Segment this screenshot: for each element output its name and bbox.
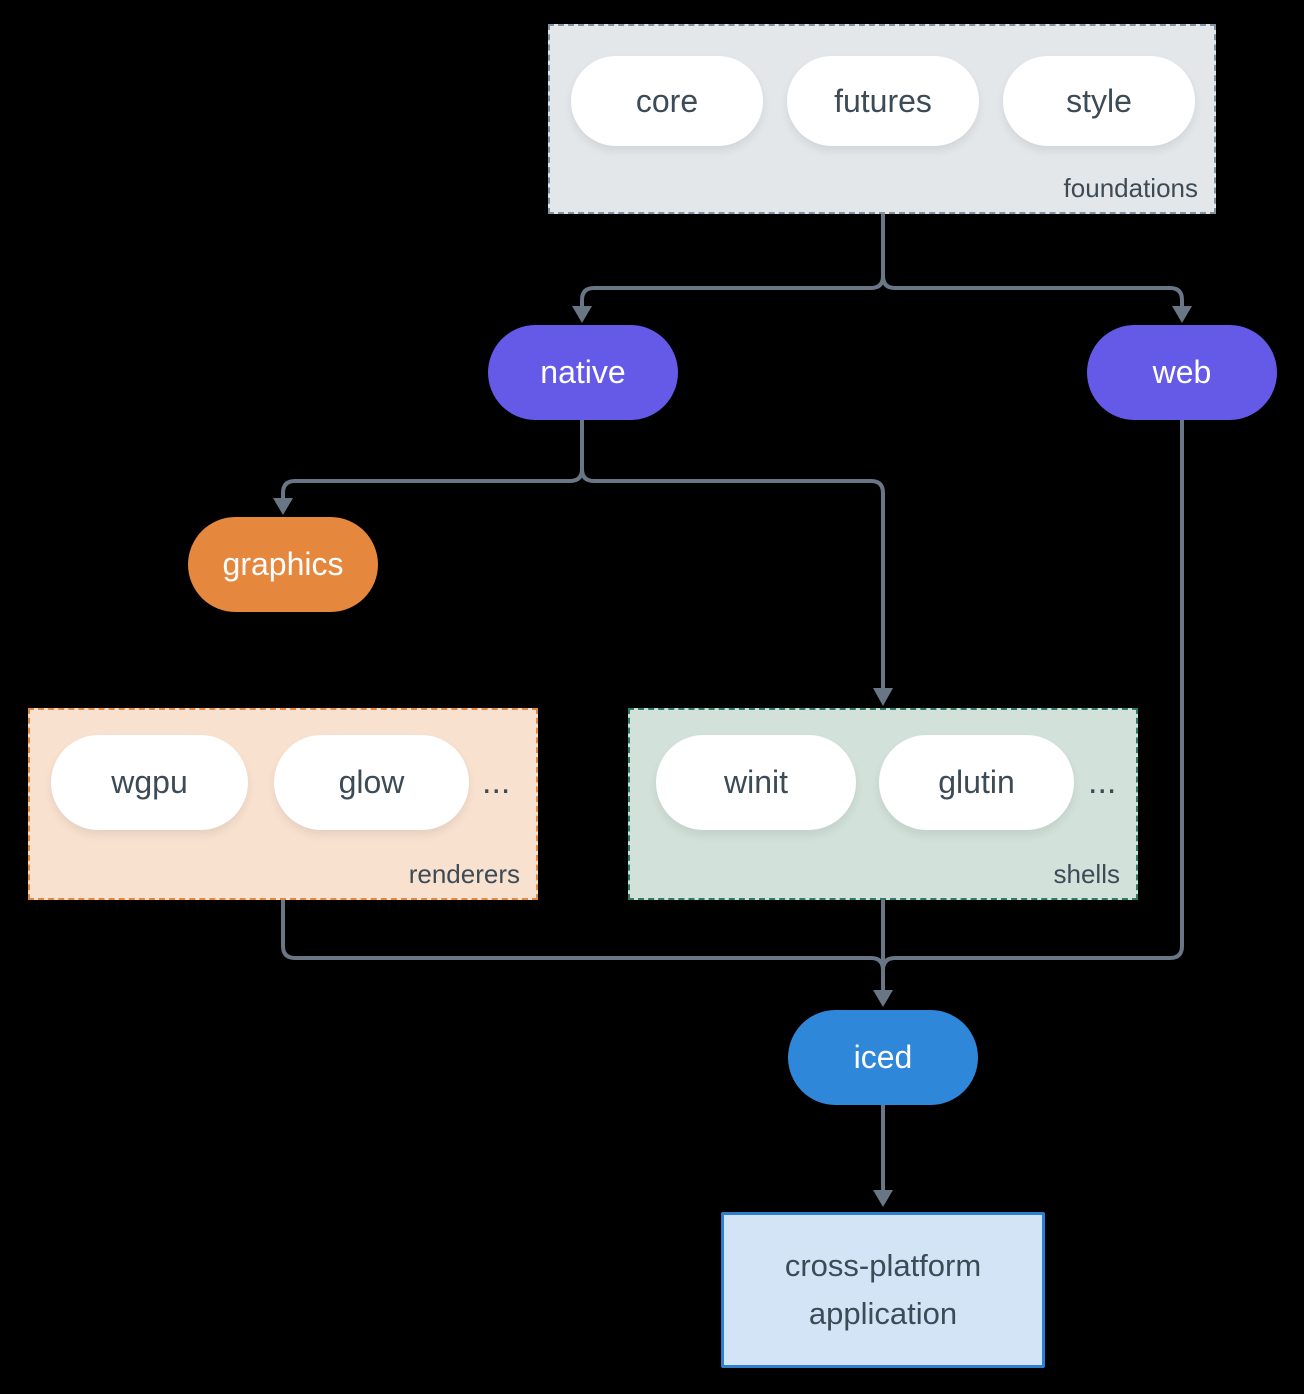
arrowhead-web — [1172, 306, 1192, 323]
node-web: web — [1087, 325, 1277, 420]
group-renderers-label: renderers — [408, 859, 520, 889]
renderers-ellipsis: ... — [482, 763, 511, 801]
node-graphics-label: graphics — [222, 546, 344, 582]
node-iced: iced — [788, 1010, 978, 1105]
arrowhead-graphics — [273, 498, 293, 515]
node-winit: winit — [656, 735, 856, 830]
node-wgpu-label: wgpu — [111, 764, 188, 800]
node-iced-label: iced — [853, 1039, 913, 1075]
shells-ellipsis: ... — [1088, 763, 1117, 801]
node-application: cross-platform application — [721, 1212, 1045, 1368]
node-native: native — [488, 325, 678, 420]
edge-native-shells — [580, 420, 885, 689]
node-glutin: glutin — [879, 735, 1074, 830]
node-graphics: graphics — [188, 517, 378, 612]
node-glutin-label: glutin — [938, 764, 1015, 800]
node-web-label: web — [1152, 354, 1212, 390]
arrowhead-application — [873, 1190, 893, 1207]
group-foundations: core futures style foundations — [548, 24, 1216, 214]
edge-foundations-native — [580, 214, 885, 308]
node-winit-label: winit — [723, 764, 788, 800]
node-style: style — [1003, 56, 1195, 146]
node-glow: glow — [274, 735, 469, 830]
edge-native-graphics — [281, 420, 584, 500]
node-futures: futures — [787, 56, 979, 146]
edge-renderers-iced — [281, 900, 885, 971]
node-application-label-line1: cross-platform — [784, 1248, 982, 1283]
node-native-label: native — [540, 354, 626, 390]
node-wgpu: wgpu — [51, 735, 248, 830]
node-core: core — [571, 56, 763, 146]
node-style-label: style — [1066, 82, 1132, 119]
node-core-label: core — [635, 82, 699, 119]
arrowhead-shells — [873, 688, 893, 706]
group-shells: winit glutin ... shells — [628, 708, 1138, 900]
node-futures-label: futures — [834, 82, 932, 119]
edge-foundations-web — [881, 214, 1184, 308]
arrowhead-iced — [873, 990, 893, 1007]
node-application-label-line2: application — [808, 1296, 958, 1331]
node-glow-label: glow — [338, 764, 405, 800]
group-foundations-label: foundations — [1063, 173, 1198, 203]
arrowhead-native — [572, 306, 592, 323]
group-shells-label: shells — [1053, 859, 1120, 889]
group-renderers: wgpu glow ... renderers — [28, 708, 538, 900]
